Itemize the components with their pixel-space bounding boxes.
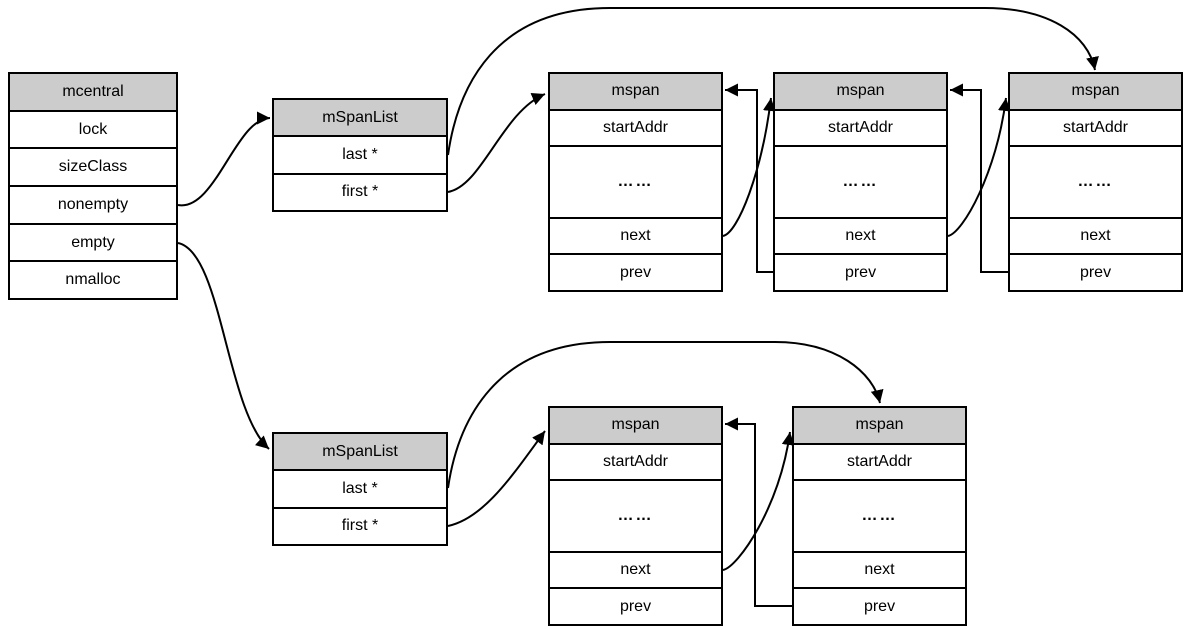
spanlist-empty-table: mSpanList last * first * xyxy=(272,432,448,546)
mspan-empty-2-field-prev: prev xyxy=(794,587,965,624)
mcentral-field-lock: lock xyxy=(10,109,176,148)
edge-span4-next-arrow xyxy=(722,431,795,571)
mspan-nonempty-3-table: mspan startAddr …… next prev xyxy=(1008,72,1183,292)
spanlist-nonempty-field-first: first * xyxy=(274,172,446,210)
edge-spanlist-first-to-span1-arrow xyxy=(447,93,546,193)
spanlist-nonempty-header: mSpanList xyxy=(274,100,446,136)
mspan-nonempty-2-header: mspan xyxy=(775,74,946,109)
mspan-empty-2-field-ellipsis: …… xyxy=(794,479,965,550)
mspan-empty-1-field-prev: prev xyxy=(550,587,721,624)
mcentral-field-nonempty: nonempty xyxy=(10,185,176,223)
mspan-empty-2-header: mspan xyxy=(794,408,965,443)
mspan-nonempty-1-field-startaddr: startAddr xyxy=(550,108,721,146)
spanlist-nonempty-field-last: last * xyxy=(274,135,446,172)
mcentral-header: mcentral xyxy=(10,74,176,110)
mspan-nonempty-1-field-ellipsis: …… xyxy=(550,145,721,216)
mspan-nonempty-1-header: mspan xyxy=(550,74,721,109)
mspan-nonempty-3-header: mspan xyxy=(1010,74,1181,109)
edge-span1-next-arrow xyxy=(722,97,776,237)
edge-span3-prev-arrow xyxy=(950,83,1008,273)
mspan-nonempty-1-field-prev: prev xyxy=(550,253,721,290)
edge-spanlist2-last-to-span5-arrow xyxy=(447,341,884,489)
edge-span2-prev-arrow xyxy=(725,83,773,273)
edge-span2-next-arrow xyxy=(947,97,1011,237)
mspan-nonempty-2-field-startaddr: startAddr xyxy=(775,108,946,146)
edge-span5-prev-arrow xyxy=(725,417,792,607)
mspan-nonempty-1-field-next: next xyxy=(550,216,721,254)
mspan-empty-1-field-next: next xyxy=(550,550,721,588)
mspan-nonempty-2-table: mspan startAddr …… next prev xyxy=(773,72,948,292)
mspan-empty-1-header: mspan xyxy=(550,408,721,443)
mspan-nonempty-1-table: mspan startAddr …… next prev xyxy=(548,72,723,292)
mspan-empty-2-field-next: next xyxy=(794,550,965,588)
spanlist-empty-field-last: last * xyxy=(274,469,446,506)
mspan-nonempty-3-field-startaddr: startAddr xyxy=(1010,108,1181,146)
mcentral-field-sizeclass: sizeClass xyxy=(10,147,176,185)
mspan-empty-1-table: mspan startAddr …… next prev xyxy=(548,406,723,626)
spanlist-empty-header: mSpanList xyxy=(274,434,446,470)
mspan-nonempty-2-field-prev: prev xyxy=(775,253,946,290)
edge-spanlist2-first-to-span4-arrow xyxy=(447,430,546,527)
mspan-empty-2-table: mspan startAddr …… next prev xyxy=(792,406,967,626)
spanlist-nonempty-table: mSpanList last * first * xyxy=(272,98,448,212)
mspan-empty-1-field-startaddr: startAddr xyxy=(550,442,721,480)
mspan-empty-1-field-ellipsis: …… xyxy=(550,479,721,550)
mcentral-field-empty: empty xyxy=(10,222,176,261)
mspan-nonempty-3-field-ellipsis: …… xyxy=(1010,145,1181,216)
mspan-empty-2-field-startaddr: startAddr xyxy=(794,442,965,480)
mspan-nonempty-3-field-prev: prev xyxy=(1010,253,1181,290)
mcentral-table: mcentral lock sizeClass nonempty empty n… xyxy=(8,72,178,300)
edge-spanlist-last-to-span3-arrow xyxy=(447,7,1099,156)
mcentral-field-nmalloc: nmalloc xyxy=(10,260,176,298)
edge-empty-to-spanlist-arrow xyxy=(177,242,270,450)
mspan-nonempty-2-field-ellipsis: …… xyxy=(775,145,946,216)
edge-nonempty-to-spanlist-arrow xyxy=(177,111,271,207)
mspan-nonempty-3-field-next: next xyxy=(1010,216,1181,254)
mspan-nonempty-2-field-next: next xyxy=(775,216,946,254)
spanlist-empty-field-first: first * xyxy=(274,506,446,544)
